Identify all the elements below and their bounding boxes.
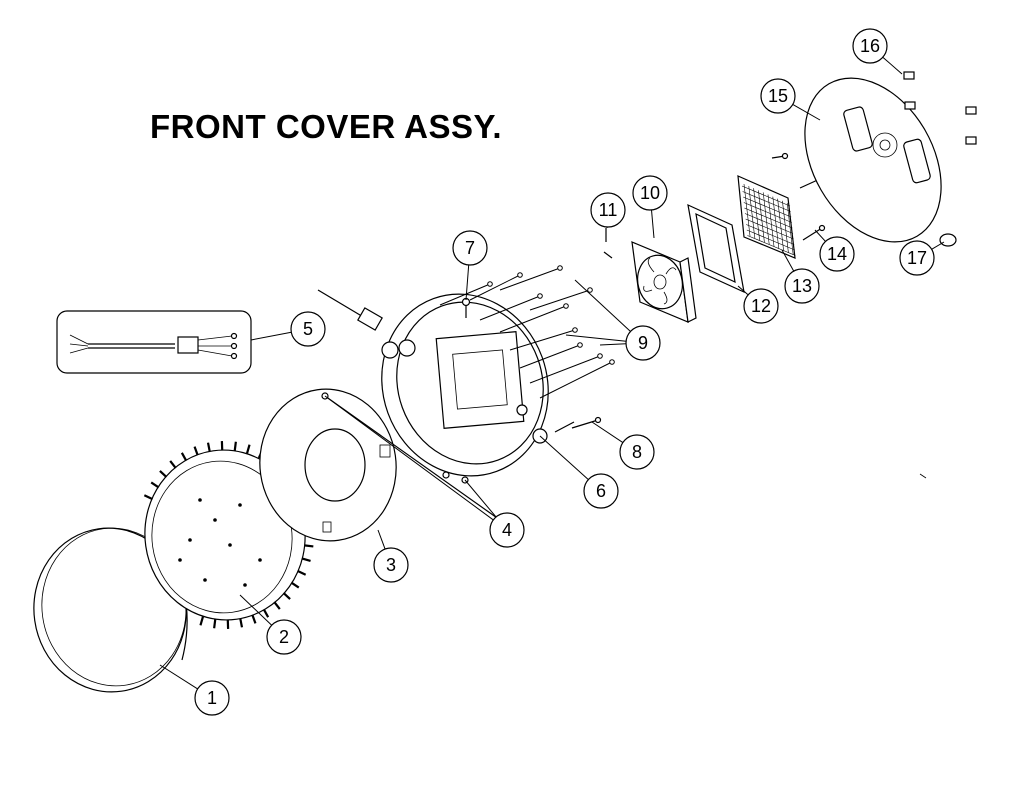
callout-8: 8 [619, 434, 655, 470]
callout-number: 16 [860, 36, 880, 56]
callout-number: 8 [632, 442, 642, 462]
part-screws-16 [903, 71, 977, 145]
leader-line-5 [250, 331, 292, 341]
leader-line-12 [737, 285, 749, 296]
leader-line-9 [574, 279, 631, 332]
callout-1: 1 [194, 680, 230, 716]
callout-number: 7 [465, 238, 475, 258]
callout-6: 6 [583, 473, 619, 509]
part-pin-11 [603, 228, 613, 259]
callout-11: 11 [590, 192, 626, 228]
callout-number: 10 [640, 183, 660, 203]
part-back-cover [804, 77, 942, 243]
callout-2: 2 [266, 619, 302, 655]
callout-number: 13 [792, 276, 812, 296]
callout-9: 9 [625, 325, 661, 361]
leader-line-9 [599, 343, 627, 346]
part-grille [737, 175, 796, 259]
leader-line-4 [464, 479, 497, 518]
part-fan [631, 241, 697, 323]
leader-line-4 [324, 395, 494, 521]
callout-10: 10 [632, 175, 668, 211]
callout-leader-lines [159, 56, 945, 690]
leader-line-10 [651, 209, 655, 239]
part-mounting-plate [259, 388, 397, 542]
part-screw-7 [461, 297, 471, 318]
leader-line-8 [591, 421, 624, 443]
callout-number: 5 [303, 319, 313, 339]
callout-number: 4 [502, 520, 512, 540]
leader-line-2 [239, 594, 273, 626]
diagram-title: FRONT COVER ASSY. [150, 108, 502, 145]
leader-line-14 [814, 229, 826, 242]
callout-12: 12 [743, 288, 779, 324]
callout-13: 13 [784, 268, 820, 304]
leader-line-15 [792, 104, 821, 121]
callout-5: 5 [290, 311, 326, 347]
leader-line-1 [159, 664, 198, 690]
leader-line-13 [781, 249, 795, 272]
leader-line-16 [882, 56, 903, 75]
callout-4: 4 [489, 512, 525, 548]
callout-number: 14 [827, 244, 847, 264]
leader-line-3 [377, 529, 386, 550]
callout-15: 15 [760, 78, 796, 114]
part-screws-9 [439, 265, 615, 399]
callout-3: 3 [373, 547, 409, 583]
callout-14: 14 [819, 236, 855, 272]
leader-line-6 [539, 435, 589, 480]
part-gasket [687, 203, 745, 294]
callout-number: 17 [907, 248, 927, 268]
callout-7: 7 [452, 230, 488, 266]
callout-number: 6 [596, 481, 606, 501]
callout-16: 16 [852, 28, 888, 64]
part-plug-17 [939, 233, 957, 247]
callout-number: 3 [386, 555, 396, 575]
callout-number: 15 [768, 86, 788, 106]
callout-number: 1 [207, 688, 217, 708]
callout-number: 11 [599, 200, 618, 220]
leader-line-17 [931, 241, 945, 250]
part-housing [381, 293, 549, 477]
callout-number: 12 [751, 296, 771, 316]
callout-17: 17 [899, 240, 935, 276]
leader-line-9 [565, 334, 627, 342]
callout-number: 2 [279, 627, 289, 647]
leader-line-7 [465, 264, 470, 301]
part-cable-inset [56, 289, 383, 374]
part-screws-8 [554, 416, 602, 433]
callout-number: 9 [638, 333, 648, 353]
